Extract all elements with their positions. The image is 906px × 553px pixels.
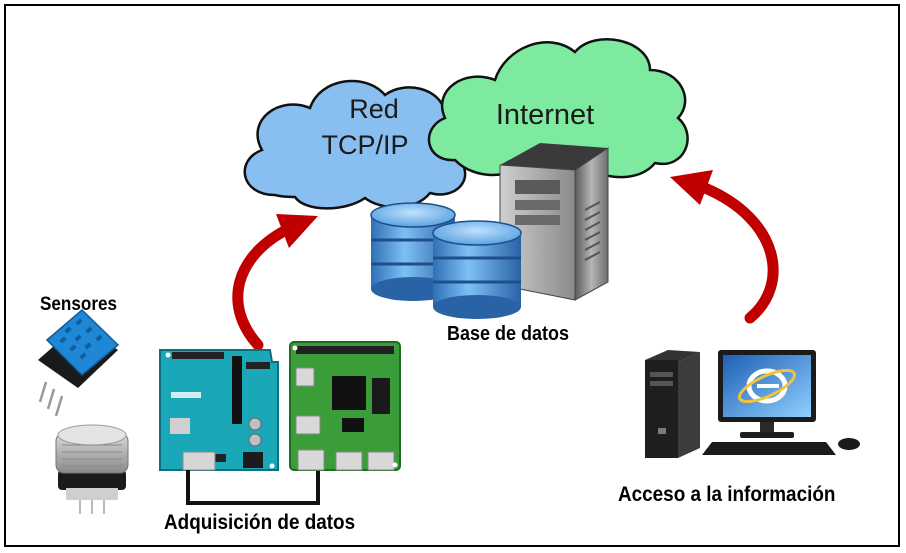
gas-sensor-icon bbox=[55, 424, 129, 514]
mouse bbox=[838, 438, 860, 450]
connection-wire bbox=[186, 470, 320, 505]
sensors-label: Sensores bbox=[40, 294, 117, 315]
network-cloud-label-line1: Red bbox=[349, 94, 399, 124]
network-cloud-label-line2: TCP/IP bbox=[321, 130, 408, 160]
desktop-computer-icon bbox=[645, 350, 860, 458]
database-icon bbox=[370, 202, 522, 319]
internet-cloud-label: Internet bbox=[496, 99, 594, 131]
arduino-board-icon bbox=[159, 349, 279, 471]
arrow-access-to-internet bbox=[670, 170, 779, 324]
internet-cloud: Internet bbox=[427, 37, 689, 182]
acquisition-label: Adquisición de datos bbox=[164, 511, 356, 534]
database-label: Base de datos bbox=[447, 323, 570, 345]
arrow-acquisition-to-network bbox=[232, 214, 318, 351]
access-label: Acceso a la información bbox=[618, 483, 836, 506]
humidity-sensor-icon bbox=[38, 308, 120, 417]
server-tower-icon bbox=[499, 143, 609, 301]
pc-tower bbox=[645, 350, 700, 458]
keyboard bbox=[702, 442, 836, 455]
database-cylinder-right bbox=[432, 220, 522, 319]
network-cloud: Red TCP/IP bbox=[243, 79, 471, 210]
monitor bbox=[718, 350, 816, 438]
raspberry-pi-board-icon bbox=[289, 341, 401, 471]
